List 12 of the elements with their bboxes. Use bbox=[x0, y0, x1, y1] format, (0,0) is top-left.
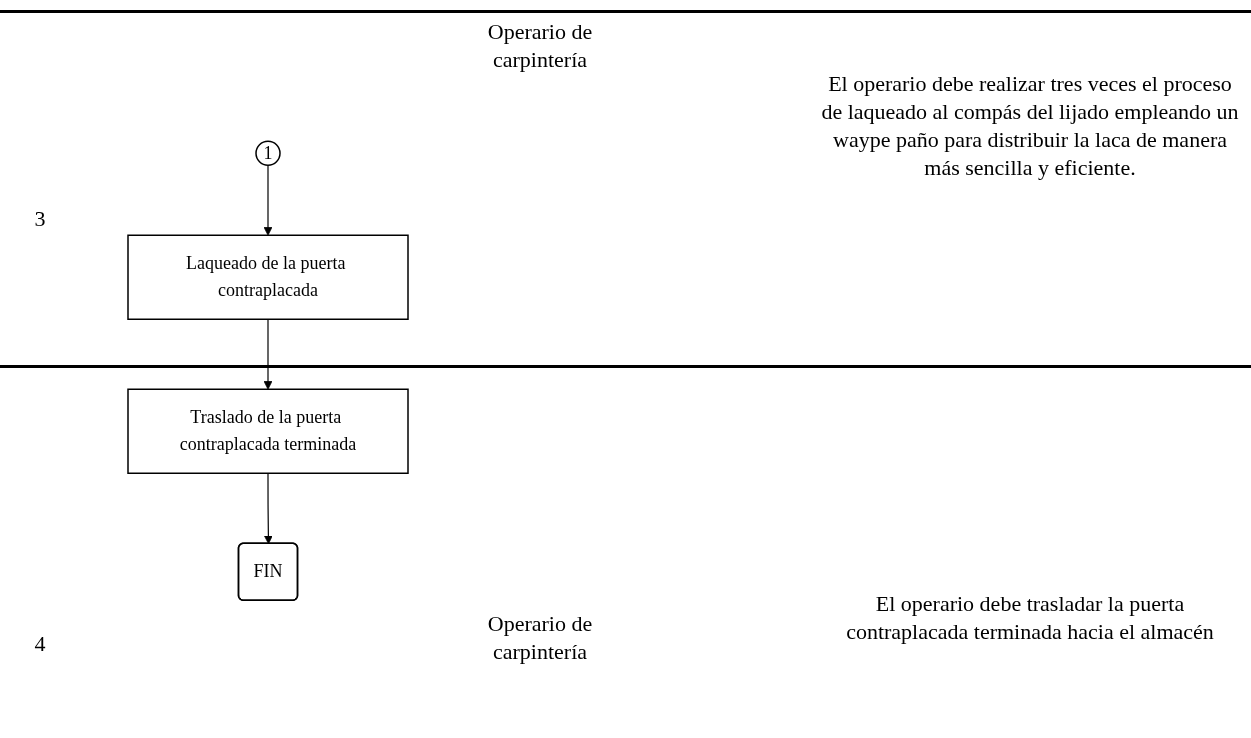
role-label: Operario de carpintería bbox=[486, 18, 594, 74]
note-text: El operario debe realizar tres veces el proceso de laqueado al compás del lijado empleando un waype paño para distribuir la laca de manera más sencilla y eficiente. bbox=[820, 70, 1240, 182]
step-number: 3 bbox=[33, 205, 47, 233]
node-box: Traslado de la puerta contraplacada terminada bbox=[127, 388, 409, 474]
role-label: Operario de carpintería bbox=[486, 610, 594, 666]
node-circle: 1 bbox=[255, 140, 281, 166]
arrow bbox=[264, 472, 273, 545]
arrow bbox=[263, 318, 273, 390]
step-number: 4 bbox=[33, 630, 47, 658]
arrow bbox=[263, 164, 273, 236]
note-text: El operario debe trasladar la puerta contraplacada terminada hacia el almacén bbox=[845, 590, 1215, 646]
node-box: Laqueado de la puerta contraplacada bbox=[127, 234, 409, 320]
